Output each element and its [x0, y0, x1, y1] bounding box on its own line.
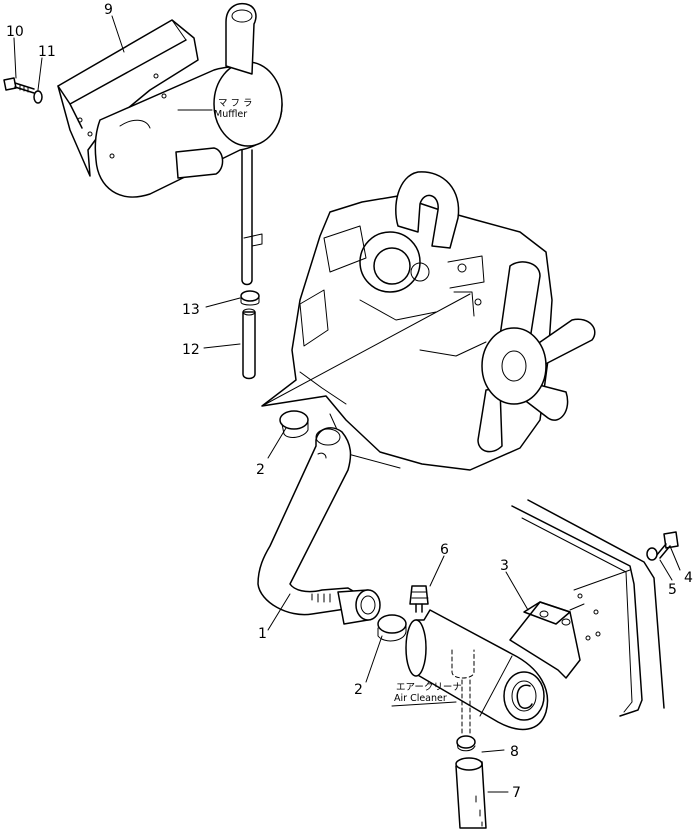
callout-12: 12: [182, 342, 200, 358]
clamp-13: [240, 290, 260, 306]
callout-4: 4: [684, 570, 693, 586]
callout-13: 13: [182, 302, 200, 318]
engine-fan: [477, 261, 596, 453]
muffler-assembly: [57, 2, 283, 198]
leader-lines: [13, 15, 681, 793]
air-cleaner-label-jp: エアークリーナ: [396, 682, 462, 693]
callout-7: 7: [512, 785, 521, 801]
bracket-3: [509, 601, 581, 679]
engine: [261, 171, 596, 471]
bolt-10: [3, 77, 35, 94]
clamp-2-upper: [279, 410, 309, 438]
clamp-8: [456, 735, 476, 752]
callout-2-upper: 2: [256, 462, 265, 478]
clamp-2-lower: [377, 614, 407, 642]
air-cleaner: [405, 609, 549, 737]
bolt-4: [655, 531, 679, 559]
washer-11: [33, 90, 43, 104]
cab-panel: [511, 499, 665, 717]
muffler-label-en: Muffler: [214, 109, 247, 120]
callout-5: 5: [668, 582, 677, 598]
washer-5: [646, 547, 658, 561]
fitting-6: [409, 585, 429, 613]
callout-1: 1: [258, 626, 267, 642]
callout-8: 8: [510, 744, 519, 760]
intake-hose-1: [257, 427, 381, 625]
callout-2-lower: 2: [354, 682, 363, 698]
muffler-label-jp: マ フ ラ: [218, 98, 253, 109]
tube-7: [455, 757, 487, 829]
air-cleaner-label-en: Air Cleaner: [394, 693, 447, 704]
callout-3: 3: [500, 558, 509, 574]
callout-6: 6: [440, 542, 449, 558]
callout-11: 11: [38, 44, 56, 60]
callout-10: 10: [6, 24, 24, 40]
exhaust-pipe: [241, 149, 263, 286]
tube-12: [242, 308, 256, 380]
callout-9: 9: [104, 2, 113, 18]
